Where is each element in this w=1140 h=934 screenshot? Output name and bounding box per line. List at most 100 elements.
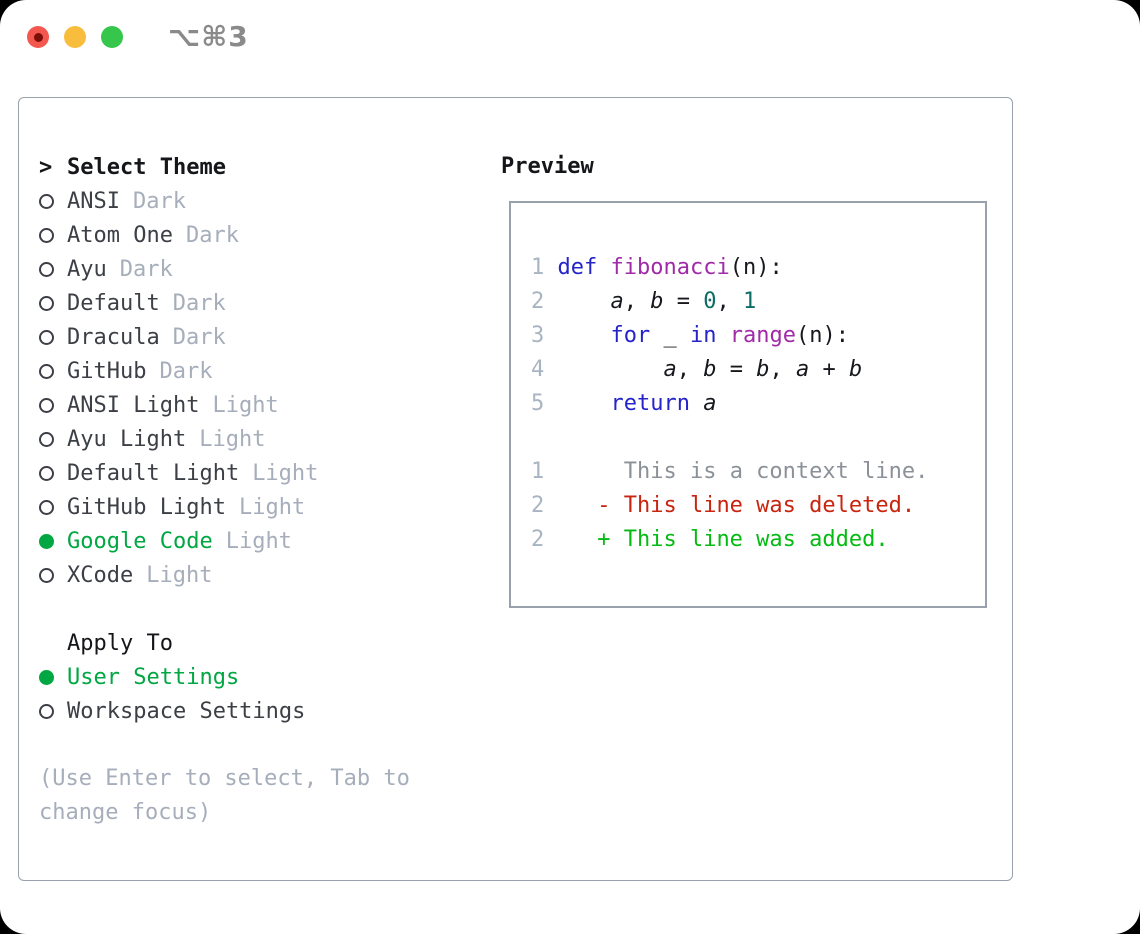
code-token: _ <box>650 323 690 348</box>
code-token: 2 <box>531 289 558 314</box>
theme-name: GitHub <box>67 358 147 384</box>
code-token: 4 <box>531 357 558 382</box>
code-line: 1 This is a context line. <box>531 455 985 489</box>
code-token: fibonacci <box>610 255 730 280</box>
code-token <box>544 493 597 518</box>
code-token: , <box>676 357 704 382</box>
code-token: (n): <box>795 323 849 348</box>
code-token: for <box>610 323 651 348</box>
theme-variant: Light <box>238 494 306 520</box>
code-token: range <box>729 323 796 348</box>
code-token <box>716 323 729 348</box>
theme-option-atom-one[interactable]: Atom One Dark <box>39 218 479 252</box>
code-token: , <box>716 289 743 314</box>
theme-name: GitHub Light <box>67 494 226 520</box>
code-line: 2 - This line was deleted. <box>531 489 985 523</box>
theme-variant: Dark <box>172 324 226 350</box>
theme-variant: Light <box>146 562 213 588</box>
theme-name: Google Code <box>67 528 213 554</box>
code-token: a <box>610 289 624 314</box>
keyboard-hint: (Use Enter to select, Tab to change focu… <box>39 766 410 825</box>
code-token: return <box>610 391 690 416</box>
radio-icon <box>39 397 54 413</box>
code-line: 2 a, b = 0, 1 <box>531 285 985 319</box>
theme-option-dracula[interactable]: Dracula Dark <box>39 320 479 354</box>
code-token: def <box>557 255 598 280</box>
code-token <box>597 255 610 280</box>
code-token: , <box>623 289 651 314</box>
code-line: 2 + This line was added. <box>531 523 985 557</box>
code-token: b <box>848 357 863 382</box>
code-line: 3 for _ in range(n): <box>531 319 985 353</box>
code-token: a <box>703 391 717 416</box>
window-title: ⌥⌘3 <box>168 20 249 53</box>
code-token: + This line was added. <box>597 527 889 552</box>
theme-option-xcode[interactable]: XCode Light <box>39 558 479 592</box>
code-line <box>531 421 985 455</box>
radio-icon <box>39 431 54 447</box>
code-token: b <box>650 289 664 314</box>
select-theme-header: > Select Theme <box>39 150 479 184</box>
theme-variant: Light <box>199 426 266 452</box>
radio-icon <box>39 193 54 209</box>
code-token <box>544 459 623 484</box>
close-button[interactable] <box>27 26 49 48</box>
theme-name: Default Light <box>67 460 240 486</box>
theme-option-ayu-light[interactable]: Ayu Light Light <box>39 422 479 456</box>
radio-icon <box>39 567 54 583</box>
code-token: , <box>769 357 796 382</box>
apply-option-label: User Settings <box>67 664 240 690</box>
theme-name: Ayu Light <box>67 426 187 452</box>
code-token: in <box>689 323 717 348</box>
theme-variant: Light <box>252 460 319 486</box>
theme-name: XCode <box>67 562 134 588</box>
code-token: (n): <box>729 255 783 280</box>
radio-icon <box>39 465 54 481</box>
code-token: 3 <box>531 323 558 348</box>
code-token: 2 <box>531 527 545 552</box>
theme-option-ayu[interactable]: Ayu Dark <box>39 252 479 286</box>
code-token: b <box>703 357 717 382</box>
code-token: This is a context line. <box>623 459 929 484</box>
theme-option-default-light[interactable]: Default Light Light <box>39 456 479 490</box>
apply-to-title: Apply To <box>67 630 173 656</box>
theme-variant: Dark <box>119 256 173 282</box>
theme-option-google-code[interactable]: Google Code Light <box>39 524 479 558</box>
zoom-button[interactable] <box>101 26 123 48</box>
code-token <box>690 391 703 416</box>
radio-icon <box>39 261 54 277</box>
code-token: b <box>756 357 770 382</box>
theme-option-ansi[interactable]: ANSI Dark <box>39 184 479 218</box>
code-token: 2 <box>531 493 545 518</box>
apply-option-user-settings[interactable]: User Settings <box>39 660 479 694</box>
theme-name: Dracula <box>67 324 160 350</box>
titlebar: ⌥⌘3 <box>0 0 1140 75</box>
code-token <box>544 527 597 552</box>
theme-variant: Light <box>225 528 292 554</box>
code-line: 4 a, b = b, a + b <box>531 353 985 387</box>
radio-icon <box>39 329 54 345</box>
code-token: - This line was deleted. <box>597 493 916 518</box>
radio-icon <box>39 227 54 243</box>
code-token: 5 <box>531 391 558 416</box>
spacer <box>39 592 479 626</box>
code-token <box>558 391 611 416</box>
theme-variant: Light <box>212 392 279 418</box>
theme-option-github-light[interactable]: GitHub Light Light <box>39 490 479 524</box>
apply-option-label: Workspace Settings <box>67 698 306 724</box>
theme-name: Atom One <box>67 222 173 248</box>
theme-name: Ayu <box>67 256 107 282</box>
code-line: 5 return a <box>531 387 985 421</box>
code-token: a <box>663 357 677 382</box>
theme-variant: Dark <box>132 188 186 214</box>
code-token: 0 <box>703 289 717 314</box>
apply-option-workspace-settings[interactable]: Workspace Settings <box>39 694 479 728</box>
theme-name: ANSI <box>67 188 120 214</box>
minimize-button[interactable] <box>64 26 86 48</box>
radio-icon <box>39 703 54 719</box>
theme-variant: Dark <box>185 222 239 248</box>
